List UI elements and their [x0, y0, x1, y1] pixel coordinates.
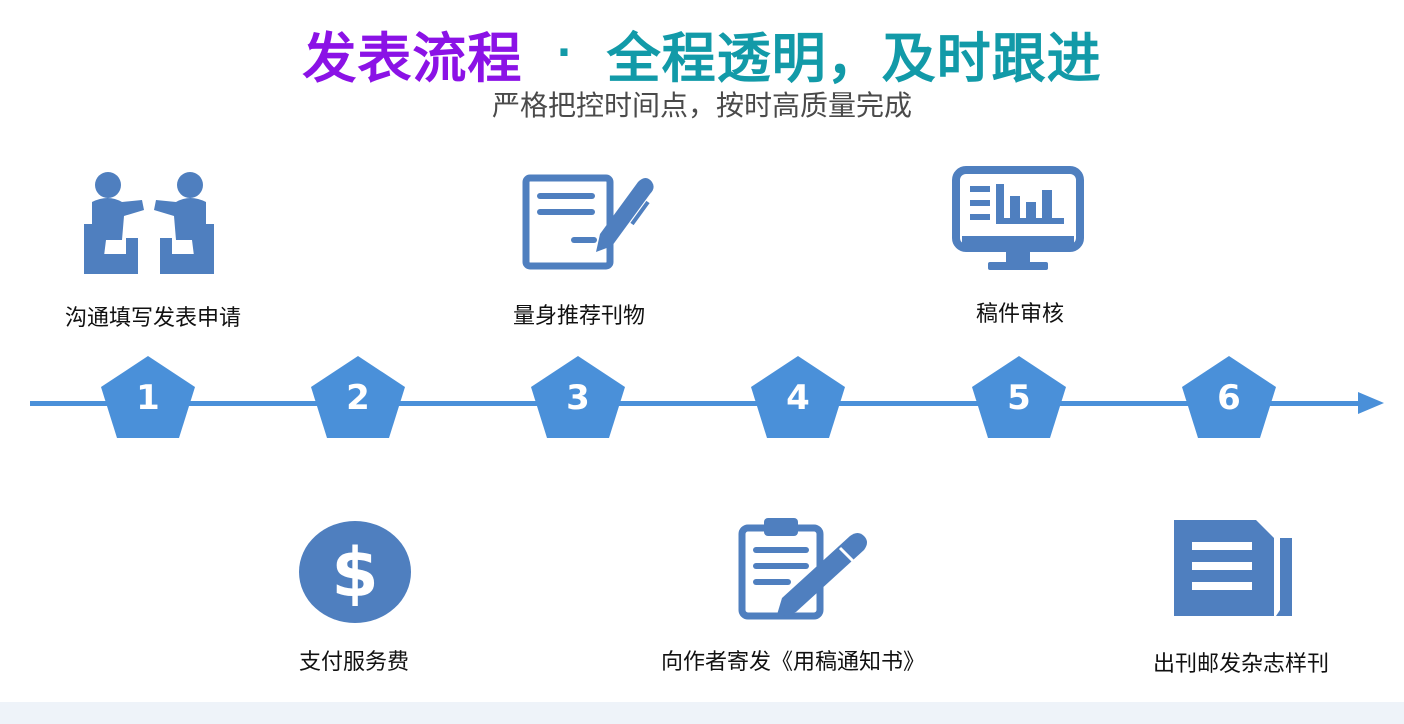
page-subtitle: 严格把控时间点，按时高质量完成 [491, 89, 912, 122]
step-marker-6: 6 [1182, 356, 1276, 438]
svg-text:$: $ [331, 534, 378, 613]
step-number-4: 4 [786, 378, 810, 418]
step-marker-2: 2 [311, 356, 405, 438]
step-label-6: 出刊邮发杂志样刊 [1152, 652, 1330, 677]
step-marker-5: 5 [972, 356, 1066, 438]
footer-band [0, 702, 1404, 724]
step-label-4: 向作者寄发《用稿通知书》 [660, 650, 926, 675]
newspaper-icon [1174, 520, 1292, 616]
step-number-1: 1 [136, 378, 160, 418]
step-number-2: 2 [346, 378, 370, 418]
step-label-1: 沟通填写发表申请 [64, 306, 242, 331]
step-number-5: 5 [1007, 378, 1031, 418]
timeline-arrowhead [1358, 392, 1384, 414]
page-title: 发表流程 · 全程透明，及时跟进 [0, 18, 1404, 90]
step-number-6: 6 [1217, 378, 1241, 418]
step-label-3: 量身推荐刊物 [512, 304, 646, 329]
step-number-3: 3 [566, 378, 590, 418]
dollar-icon: $ [299, 521, 411, 623]
timeline-line [30, 401, 1370, 406]
step-marker-1: 1 [101, 356, 195, 438]
write-document-icon [522, 174, 654, 270]
consultation-icon [84, 172, 214, 274]
step-label-2: 支付服务费 [298, 650, 410, 675]
clipboard-pencil-icon [738, 518, 867, 620]
step-label-5: 稿件审核 [975, 302, 1065, 327]
title-separator: · [556, 30, 573, 76]
step-marker-4: 4 [751, 356, 845, 438]
monitor-review-icon [952, 166, 1084, 270]
step-marker-3: 3 [531, 356, 625, 438]
title-part-1: 发表流程 [302, 26, 523, 90]
title-part-2: 全程透明，及时跟进 [606, 26, 1102, 90]
